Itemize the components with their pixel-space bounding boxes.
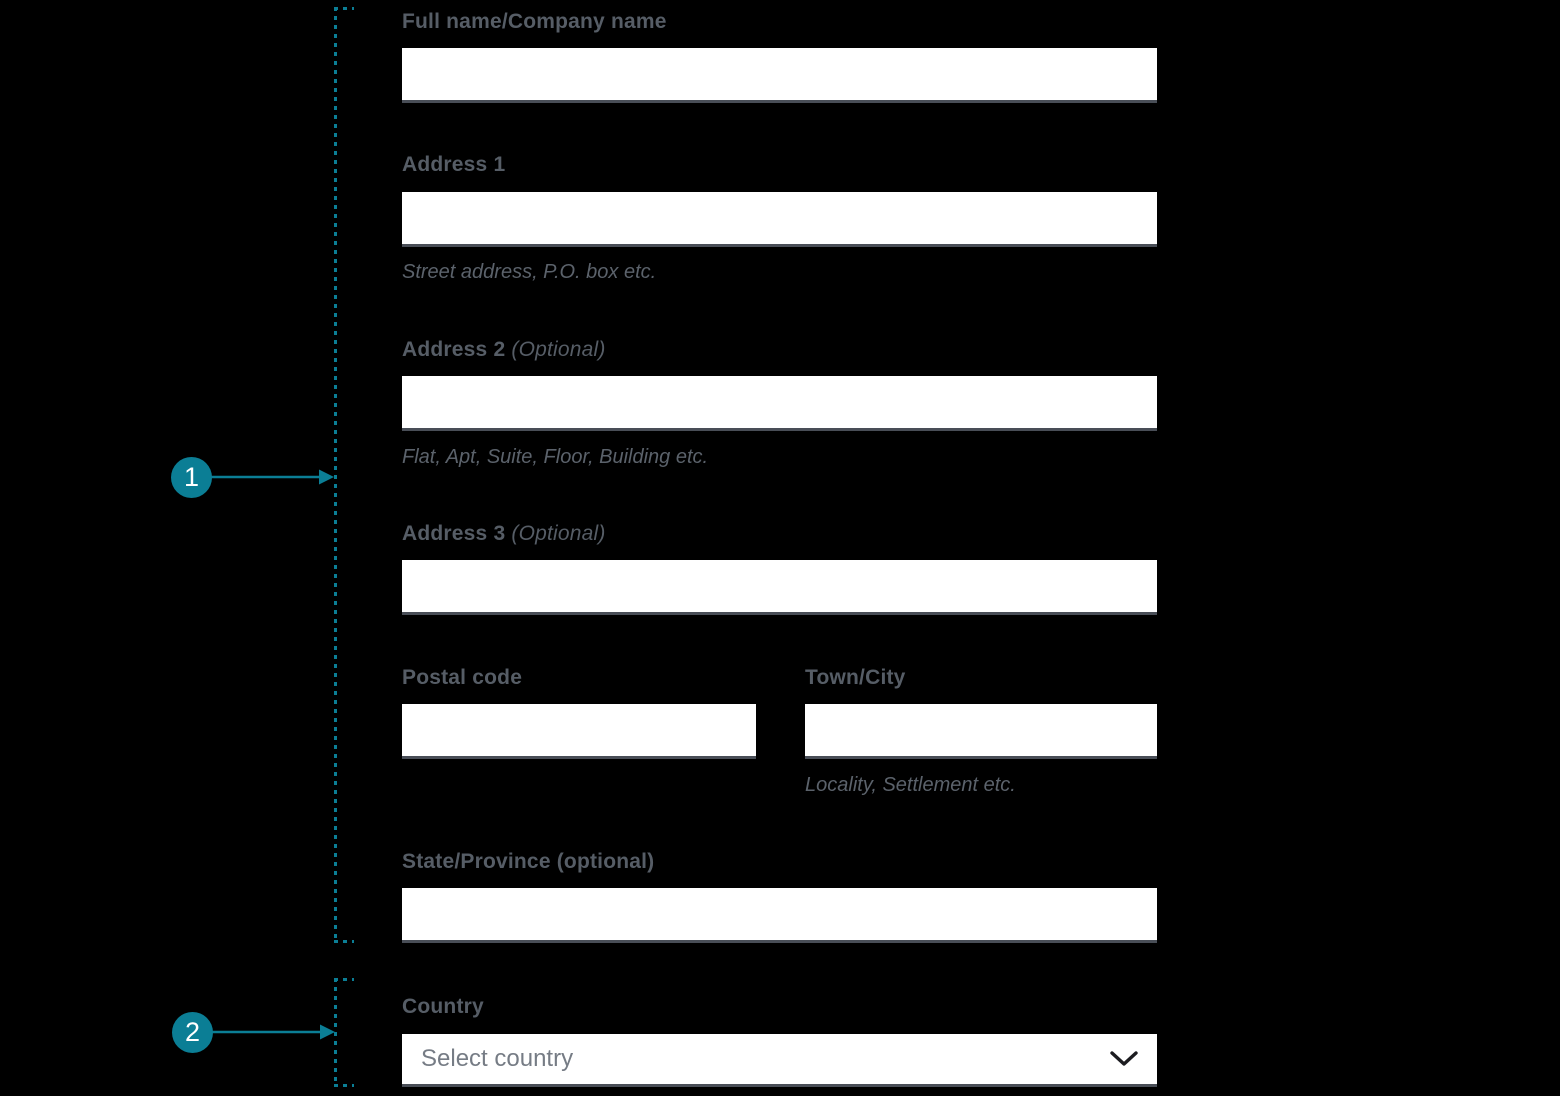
address3-input[interactable]: [402, 560, 1157, 615]
address2-hint: Flat, Apt, Suite, Floor, Building etc.: [402, 446, 709, 468]
section-1-bracket-top-tick: [334, 7, 354, 10]
address1-input[interactable]: [402, 192, 1157, 247]
annotation-marker-2-number: 2: [184, 1017, 201, 1047]
chevron-down-icon: [1110, 1051, 1138, 1066]
country-label: Country: [402, 995, 484, 1018]
annotation-marker-2: 2: [172, 1012, 213, 1053]
country-select[interactable]: Select country: [402, 1034, 1157, 1087]
annotation-arrow-1: [211, 469, 334, 485]
section-2-bracket-line: [334, 978, 337, 1087]
state-province-label: State/Province (optional): [402, 850, 655, 873]
section-2-bracket-top-tick: [334, 978, 354, 981]
postal-code-label: Postal code: [402, 666, 523, 689]
address2-label: Address 2 (Optional): [402, 338, 606, 361]
section-1-bracket-bottom-tick: [334, 940, 354, 943]
section-2-bracket-bottom-tick: [334, 1084, 354, 1087]
town-city-input[interactable]: [805, 704, 1157, 759]
full-name-input[interactable]: [402, 48, 1157, 103]
address1-label: Address 1: [402, 153, 506, 176]
section-1-bracket-line: [334, 7, 337, 943]
annotation-marker-1: 1: [171, 457, 212, 498]
address3-label: Address 3 (Optional): [402, 522, 606, 545]
address2-optional-tag: (Optional): [511, 338, 606, 361]
address3-optional-tag: (Optional): [511, 522, 606, 545]
address2-input[interactable]: [402, 376, 1157, 431]
annotation-arrow-2: [212, 1024, 335, 1040]
country-select-placeholder: Select country: [421, 1045, 574, 1072]
town-city-hint: Locality, Settlement etc.: [805, 774, 1016, 796]
state-province-input[interactable]: [402, 888, 1157, 943]
address1-hint: Street address, P.O. box etc.: [402, 261, 657, 283]
annotation-marker-1-number: 1: [183, 462, 200, 492]
postal-code-input[interactable]: [402, 704, 756, 759]
full-name-label: Full name/Company name: [402, 10, 667, 33]
town-city-label: Town/City: [805, 666, 906, 689]
